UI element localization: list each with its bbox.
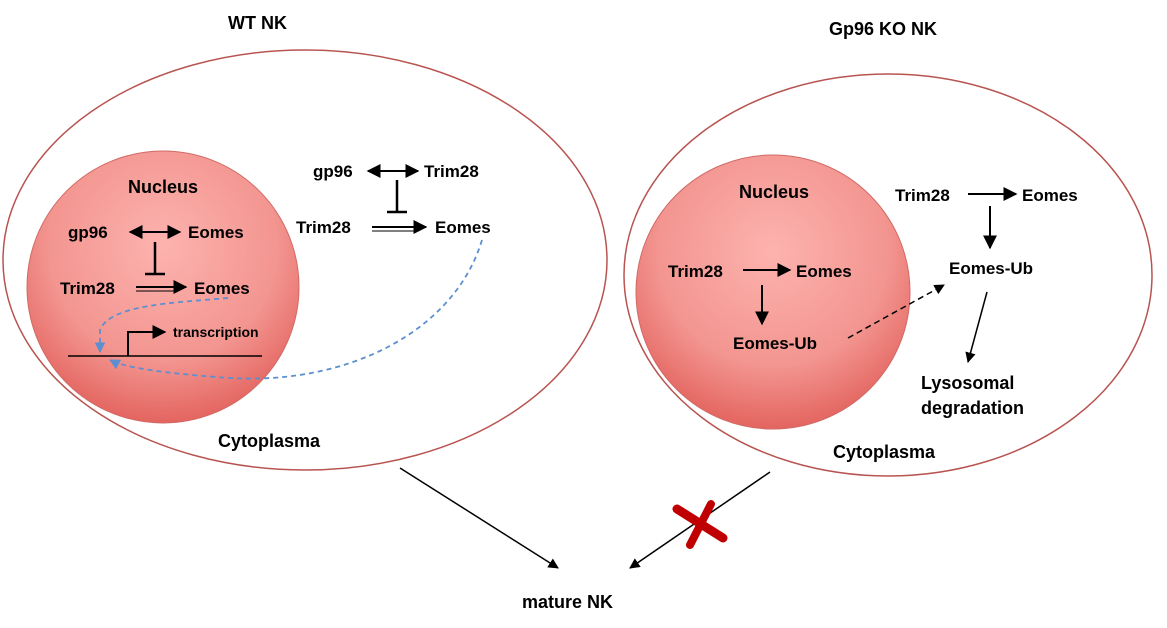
wt-nuc-gp96: gp96 xyxy=(68,223,108,242)
wt-nuc-eomes: Eomes xyxy=(194,279,250,298)
ko-nucleus xyxy=(635,154,911,430)
mature-nk-label: mature NK xyxy=(522,592,613,612)
wt-cyto-gp96: gp96 xyxy=(313,162,353,181)
ko-nucleus-label: Nucleus xyxy=(739,182,809,202)
ko-cytoplasm-label: Cytoplasma xyxy=(833,442,936,462)
ko-nuc-eomes: Eomes xyxy=(796,262,852,281)
ko-lysosomal-label: Lysosomal xyxy=(921,373,1014,393)
wt-cyto-trim28-top: Trim28 xyxy=(424,162,479,181)
transcription-arrow xyxy=(127,325,167,356)
wt-nucleus-label: Nucleus xyxy=(128,177,198,197)
wt-nk-title: WT NK xyxy=(228,13,287,33)
ko-degradation-arrow xyxy=(965,291,988,364)
wt-nuc-eomes-top: Eomes xyxy=(188,223,244,242)
ko-nuc-trim28: Trim28 xyxy=(668,262,723,281)
wt-cytoplasm-label: Cytoplasma xyxy=(218,431,321,451)
transcription-label: transcription xyxy=(173,324,259,340)
ko-degradation-label: degradation xyxy=(921,398,1024,418)
ko-cyto-eomes: Eomes xyxy=(1022,186,1078,205)
ko-nk-title: Gp96 KO NK xyxy=(829,19,937,39)
ko-cyto-trim28: Trim28 xyxy=(895,186,950,205)
wt-cyto-trim28: Trim28 xyxy=(296,218,351,237)
wt-nuc-eomes-path xyxy=(94,297,229,354)
wt-to-mature-arrow xyxy=(399,467,559,569)
ko-cyto-eomes-ub: Eomes-Ub xyxy=(949,259,1033,278)
ko-export-arrow xyxy=(847,284,945,339)
ko-nuc-eomes-ub: Eomes-Ub xyxy=(733,334,817,353)
block-x-icon xyxy=(672,500,728,549)
wt-nuc-trim28: Trim28 xyxy=(60,279,115,298)
wt-cyto-eomes: Eomes xyxy=(435,218,491,237)
wt-cyto-eomes-path xyxy=(109,239,483,380)
